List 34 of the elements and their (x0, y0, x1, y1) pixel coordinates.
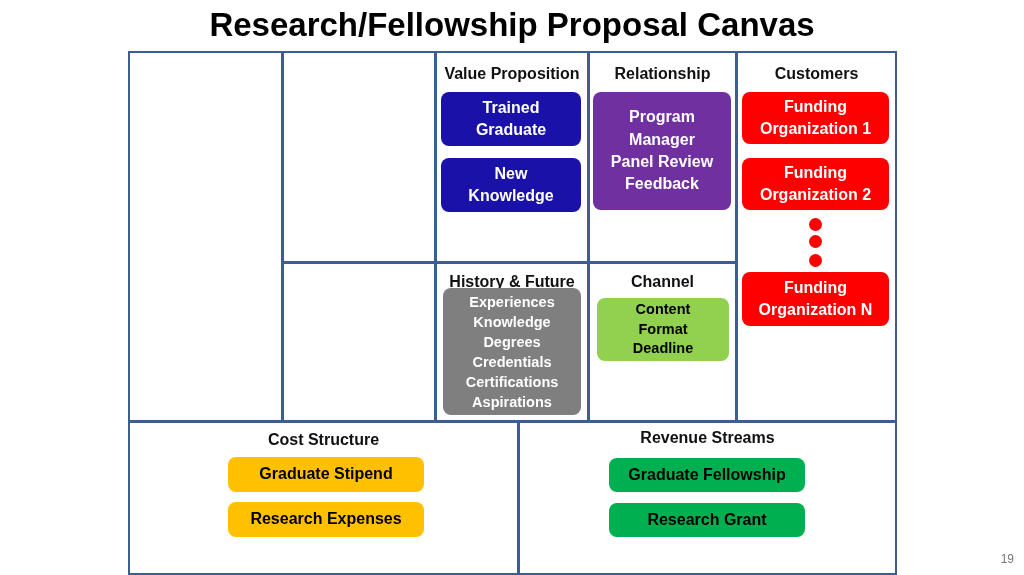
rounded-label-box: Research Expenses (228, 502, 424, 537)
rounded-label-box: Trained Graduate (441, 92, 581, 146)
rounded-label-box: Content Format Deadline (597, 298, 729, 361)
rounded-label-box: Graduate Fellowship (609, 458, 805, 492)
section-heading: Value Proposition (443, 65, 581, 83)
canvas-cell (588, 262, 737, 422)
dot (809, 254, 822, 267)
page-number: 19 (1000, 552, 1014, 566)
rounded-label-box: Funding Organization 1 (742, 92, 889, 144)
rounded-label-box: Research Grant (609, 503, 805, 537)
rounded-label-box: Funding Organization 2 (742, 158, 889, 210)
rounded-label-box: Experiences Knowledge Degrees Credentials Certifications Aspirations (443, 288, 581, 415)
section-heading: Relationship (613, 65, 712, 83)
rounded-label-box: Funding Organization N (742, 272, 889, 326)
canvas-cell (282, 262, 436, 422)
canvas-cell (282, 51, 436, 263)
section-heading: History & Future (448, 273, 576, 291)
canvas-cell (736, 51, 897, 422)
canvas-cell (128, 421, 519, 575)
canvas-cell (435, 262, 589, 422)
dot (809, 235, 822, 248)
canvas-cell (435, 51, 589, 263)
title: Research/Fellowship Proposal Canvas (208, 6, 816, 44)
section-heading: Channel (629, 273, 696, 291)
dot (809, 218, 822, 231)
section-heading: Cost Structure (266, 431, 381, 449)
rounded-label-box: Program Manager Panel Review Feedback (593, 92, 731, 210)
canvas-cell (588, 51, 737, 263)
rounded-label-box: New Knowledge (441, 158, 581, 212)
canvas-cell (128, 51, 283, 422)
rounded-label-box: Graduate Stipend (228, 457, 424, 492)
section-heading: Revenue Streams (639, 429, 776, 447)
section-heading: Customers (773, 65, 860, 83)
canvas-cell (518, 421, 897, 575)
